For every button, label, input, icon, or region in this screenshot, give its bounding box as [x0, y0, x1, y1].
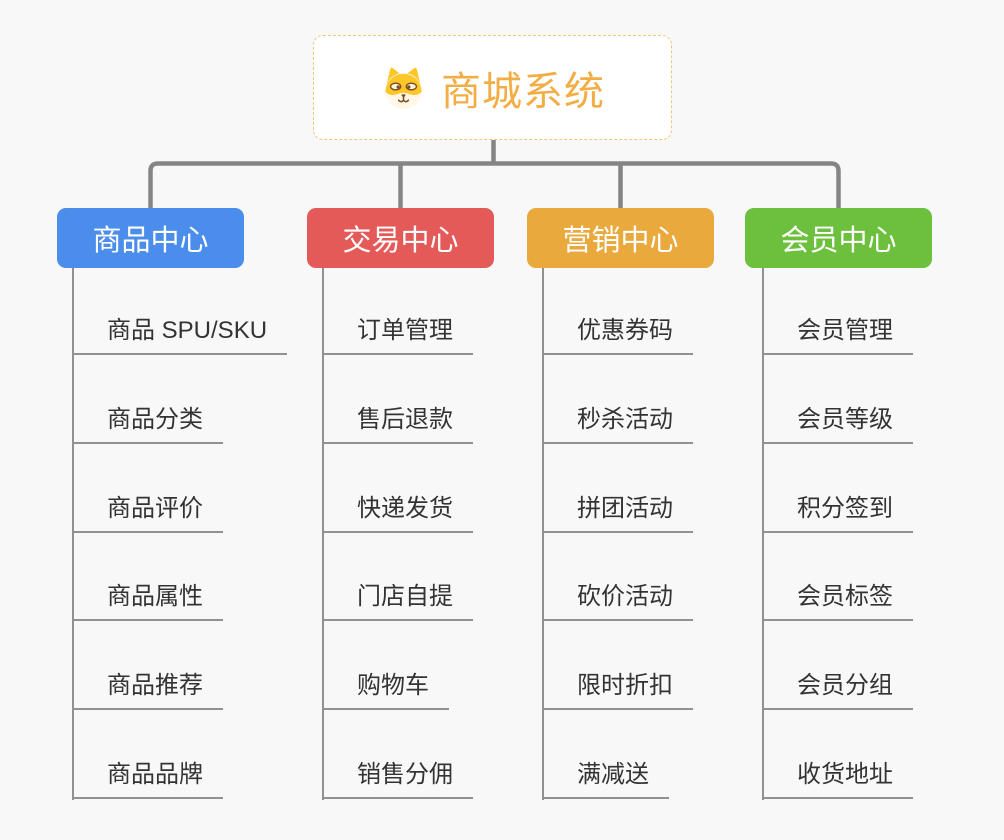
- leaf-node[interactable]: 订单管理: [322, 316, 473, 355]
- leaf-node[interactable]: 限时折扣: [542, 671, 693, 710]
- leaf-node[interactable]: 商品评价: [72, 494, 223, 533]
- leaf-node[interactable]: 商品 SPU/SKU: [72, 316, 288, 355]
- leaf-node[interactable]: 秒杀活动: [542, 405, 693, 444]
- branch-marketing-center[interactable]: 营销中心: [527, 208, 714, 268]
- leaf-node[interactable]: 销售分佣: [322, 760, 473, 799]
- leaf-node[interactable]: 商品属性: [72, 582, 223, 621]
- leaf-node[interactable]: 商品推荐: [72, 671, 223, 710]
- leaf-node[interactable]: 商品分类: [72, 405, 223, 444]
- leaf-node[interactable]: 会员管理: [762, 316, 913, 355]
- shiba-dog-icon: [385, 67, 422, 109]
- leaf-node[interactable]: 积分签到: [762, 494, 913, 533]
- leaf-node[interactable]: 会员等级: [762, 405, 913, 444]
- branch-product-center[interactable]: 商品中心: [57, 208, 244, 268]
- leaf-node[interactable]: 购物车: [322, 671, 449, 710]
- leaf-node[interactable]: 门店自提: [322, 582, 473, 621]
- leaf-node[interactable]: 砍价活动: [542, 582, 693, 621]
- root-node-mall-system[interactable]: 商城系统: [313, 35, 672, 140]
- branch-vertical-line: [72, 268, 74, 800]
- leaf-node[interactable]: 售后退款: [322, 405, 473, 444]
- leaf-node[interactable]: 会员分组: [762, 671, 913, 710]
- branch-member-center[interactable]: 会员中心: [745, 208, 932, 268]
- leaf-node[interactable]: 满减送: [542, 760, 669, 799]
- leaf-node[interactable]: 收货地址: [762, 760, 913, 799]
- branch-vertical-line: [762, 268, 764, 800]
- leaf-node[interactable]: 拼团活动: [542, 494, 693, 533]
- leaf-node[interactable]: 快递发货: [322, 494, 473, 533]
- leaf-node[interactable]: 会员标签: [762, 582, 913, 621]
- leaf-node[interactable]: 商品品牌: [72, 760, 223, 799]
- branch-vertical-line: [542, 268, 544, 800]
- branch-trade-center[interactable]: 交易中心: [307, 208, 494, 268]
- branch-vertical-line: [322, 268, 324, 800]
- leaf-node[interactable]: 优惠券码: [542, 316, 693, 355]
- root-node-title: 商城系统: [441, 69, 605, 114]
